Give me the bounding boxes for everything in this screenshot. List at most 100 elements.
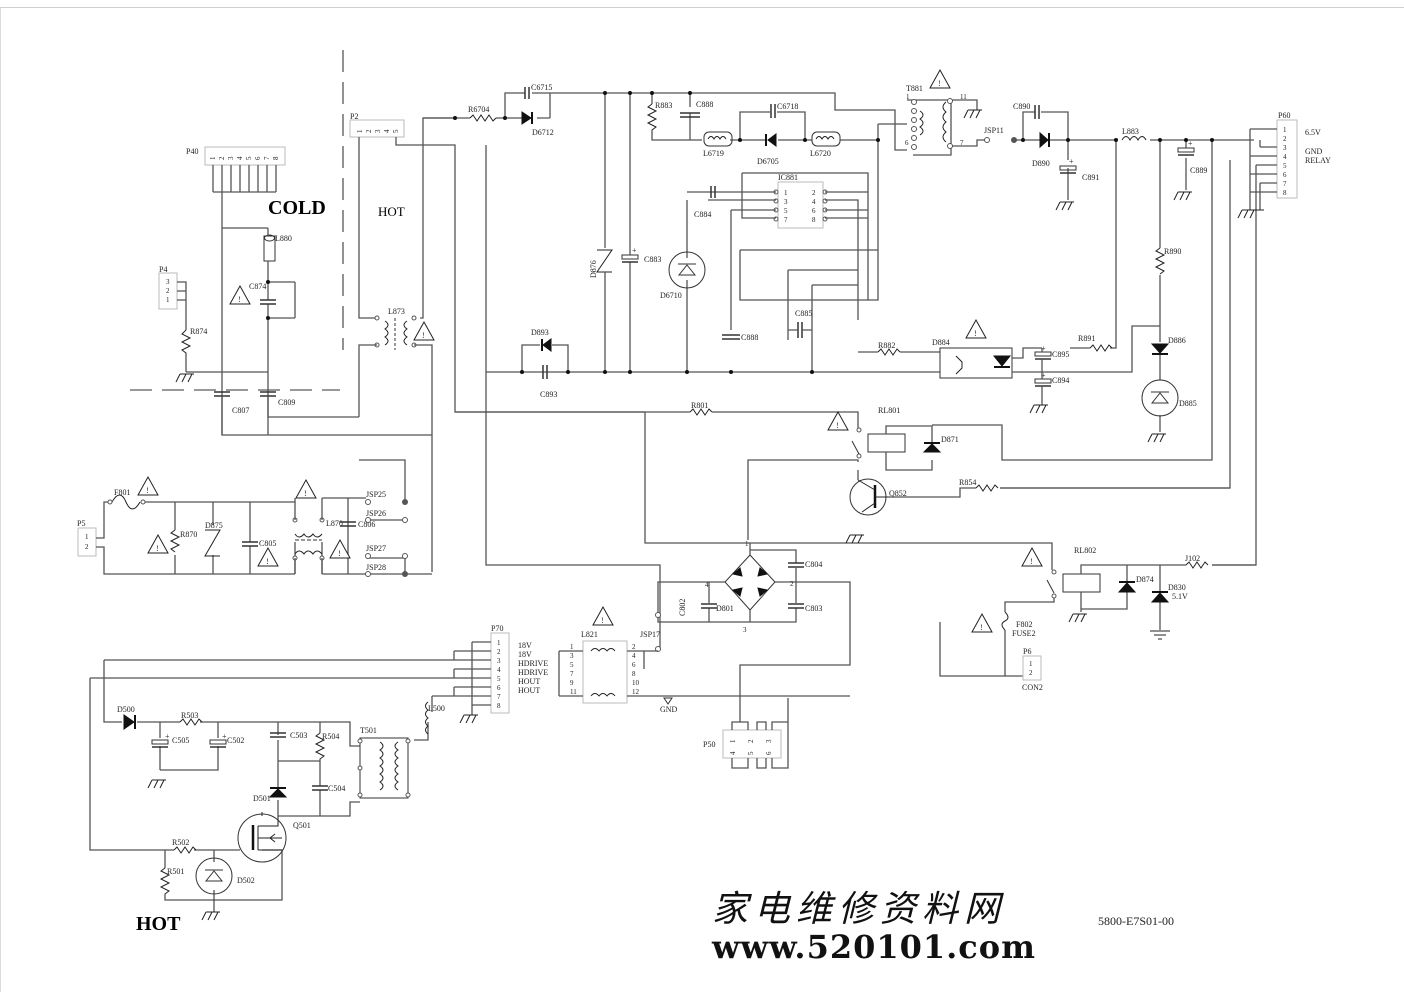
p50-pin: 1 [729, 739, 737, 743]
svg-text:C883: C883 [644, 255, 661, 264]
svg-text:C6715: C6715 [531, 83, 552, 92]
l821-pin: 7 [570, 670, 574, 678]
p70-pin: 1 [497, 639, 501, 647]
l821-pin: 12 [632, 688, 640, 696]
svg-text:D830: D830 [1168, 583, 1186, 592]
p40-pin: 8 [272, 156, 280, 160]
svg-text:Q852: Q852 [889, 489, 907, 498]
p40-pin: 5 [245, 156, 253, 160]
ic881-pin: 7 [784, 216, 788, 224]
svg-text:D501: D501 [253, 794, 271, 803]
p60-pin: 3 [1283, 144, 1287, 152]
cold-zone-label: COLD [268, 197, 326, 219]
l821-pin: 8 [632, 670, 636, 678]
svg-text:C809: C809 [278, 398, 295, 407]
svg-text:C504: C504 [328, 784, 345, 793]
svg-text:Q501: Q501 [293, 821, 311, 830]
svg-text:D893: D893 [531, 328, 549, 337]
svg-text:F801: F801 [114, 488, 130, 497]
p40-label: P40 [186, 147, 198, 156]
l821-pin: 3 [570, 652, 574, 660]
svg-text:4: 4 [705, 581, 709, 589]
document-number: 5800-E7S01-00 [1098, 914, 1174, 928]
svg-text:3: 3 [743, 626, 747, 634]
t881-label: T881 [906, 84, 923, 93]
p60-pin: 6 [1283, 171, 1287, 179]
svg-text:D890: D890 [1032, 159, 1050, 168]
svg-text:L500: L500 [428, 704, 445, 713]
svg-text:11: 11 [960, 93, 967, 101]
warning-triangle-icon: ! [295, 478, 317, 499]
svg-text:D6705: D6705 [757, 157, 779, 166]
p6-label: P6 [1023, 647, 1031, 656]
p60-pin: 8 [1283, 189, 1287, 197]
r882-d884: R882 D884 R891 C895+ C894+ [858, 140, 1160, 414]
ic881-pin: 3 [784, 198, 788, 206]
svg-text:3: 3 [166, 278, 170, 286]
svg-text:C505: C505 [172, 736, 189, 745]
warning-triangle-icon: ! [827, 410, 849, 431]
svg-text:C888: C888 [696, 100, 713, 109]
svg-text:F802: F802 [1016, 620, 1032, 629]
svg-text:2: 2 [1029, 669, 1033, 677]
svg-text:+: + [222, 732, 227, 741]
p70-pin: 4 [497, 666, 501, 674]
warning-triangle-icon: ! [329, 538, 351, 559]
svg-text:R854: R854 [959, 478, 976, 487]
mains-input: P5 12 F801 R870 D875 C805 L870 C806 JSP2… [77, 459, 432, 577]
svg-text:+: + [1069, 157, 1074, 166]
svg-text:C803: C803 [805, 604, 822, 613]
ic881-pin: 6 [812, 207, 816, 215]
d876-c883-d6710: D876 +C883 D6710 [589, 200, 706, 372]
svg-text:JSP25: JSP25 [366, 490, 386, 499]
gnd-label: GND [660, 705, 678, 714]
svg-text:D502: D502 [237, 876, 255, 885]
f802-sub: FUSE2 [1012, 629, 1036, 638]
p60-signal-gnd: GND [1305, 147, 1323, 156]
ic881-pin: 8 [812, 216, 816, 224]
svg-text:D884: D884 [932, 338, 950, 347]
svg-text:JSP11: JSP11 [984, 126, 1004, 135]
p70-pin: 6 [497, 684, 501, 692]
p50-pin: 2 [747, 739, 755, 743]
p70-pin: 3 [497, 657, 501, 665]
svg-text:R801: R801 [691, 401, 708, 410]
p60-pin: 4 [1283, 153, 1287, 161]
l821-pin: 11 [570, 688, 577, 696]
warning-triangle-icon: ! [592, 605, 614, 626]
svg-text:2: 2 [166, 287, 170, 295]
svg-text:L883: L883 [1122, 127, 1139, 136]
svg-text:!: ! [304, 489, 307, 498]
svg-text:C891: C891 [1082, 173, 1099, 182]
svg-text:R883: R883 [655, 101, 672, 110]
warning-triangle-icon: ! [965, 318, 987, 339]
svg-text:C885: C885 [795, 309, 812, 318]
svg-text:R502: R502 [172, 838, 189, 847]
svg-text:JSP26: JSP26 [366, 509, 386, 518]
d893-c893: D893 C893 [485, 145, 940, 612]
p50-pin: 5 [747, 751, 755, 755]
watermark-chinese: 家电维修资料网 [712, 889, 1007, 930]
ic881-pin: 1 [784, 189, 788, 197]
primary-rail: R6704 D6712 C6715 R883 C888 L6719 D6705 … [423, 83, 907, 301]
svg-text:!: ! [980, 623, 983, 632]
warning-triangle-icon: ! [257, 546, 279, 567]
svg-text:L873: L873 [388, 307, 405, 316]
p5-label: P5 [77, 519, 85, 528]
p2-label: P2 [350, 112, 358, 121]
ic881-pin: 5 [784, 207, 788, 215]
svg-text:!: ! [156, 544, 159, 553]
svg-text:R870: R870 [180, 530, 197, 539]
svg-text:D6712: D6712 [532, 128, 554, 137]
p70-signal: 18V [518, 650, 532, 659]
p70-signal: HOUT [518, 686, 540, 695]
warning-icons: !!!!!!!!!!!!! [137, 68, 1043, 633]
svg-text:!: ! [938, 79, 941, 88]
svg-text:!: ! [422, 331, 425, 340]
l821-pin: 9 [570, 679, 574, 687]
p40-pin: 4 [236, 156, 244, 160]
